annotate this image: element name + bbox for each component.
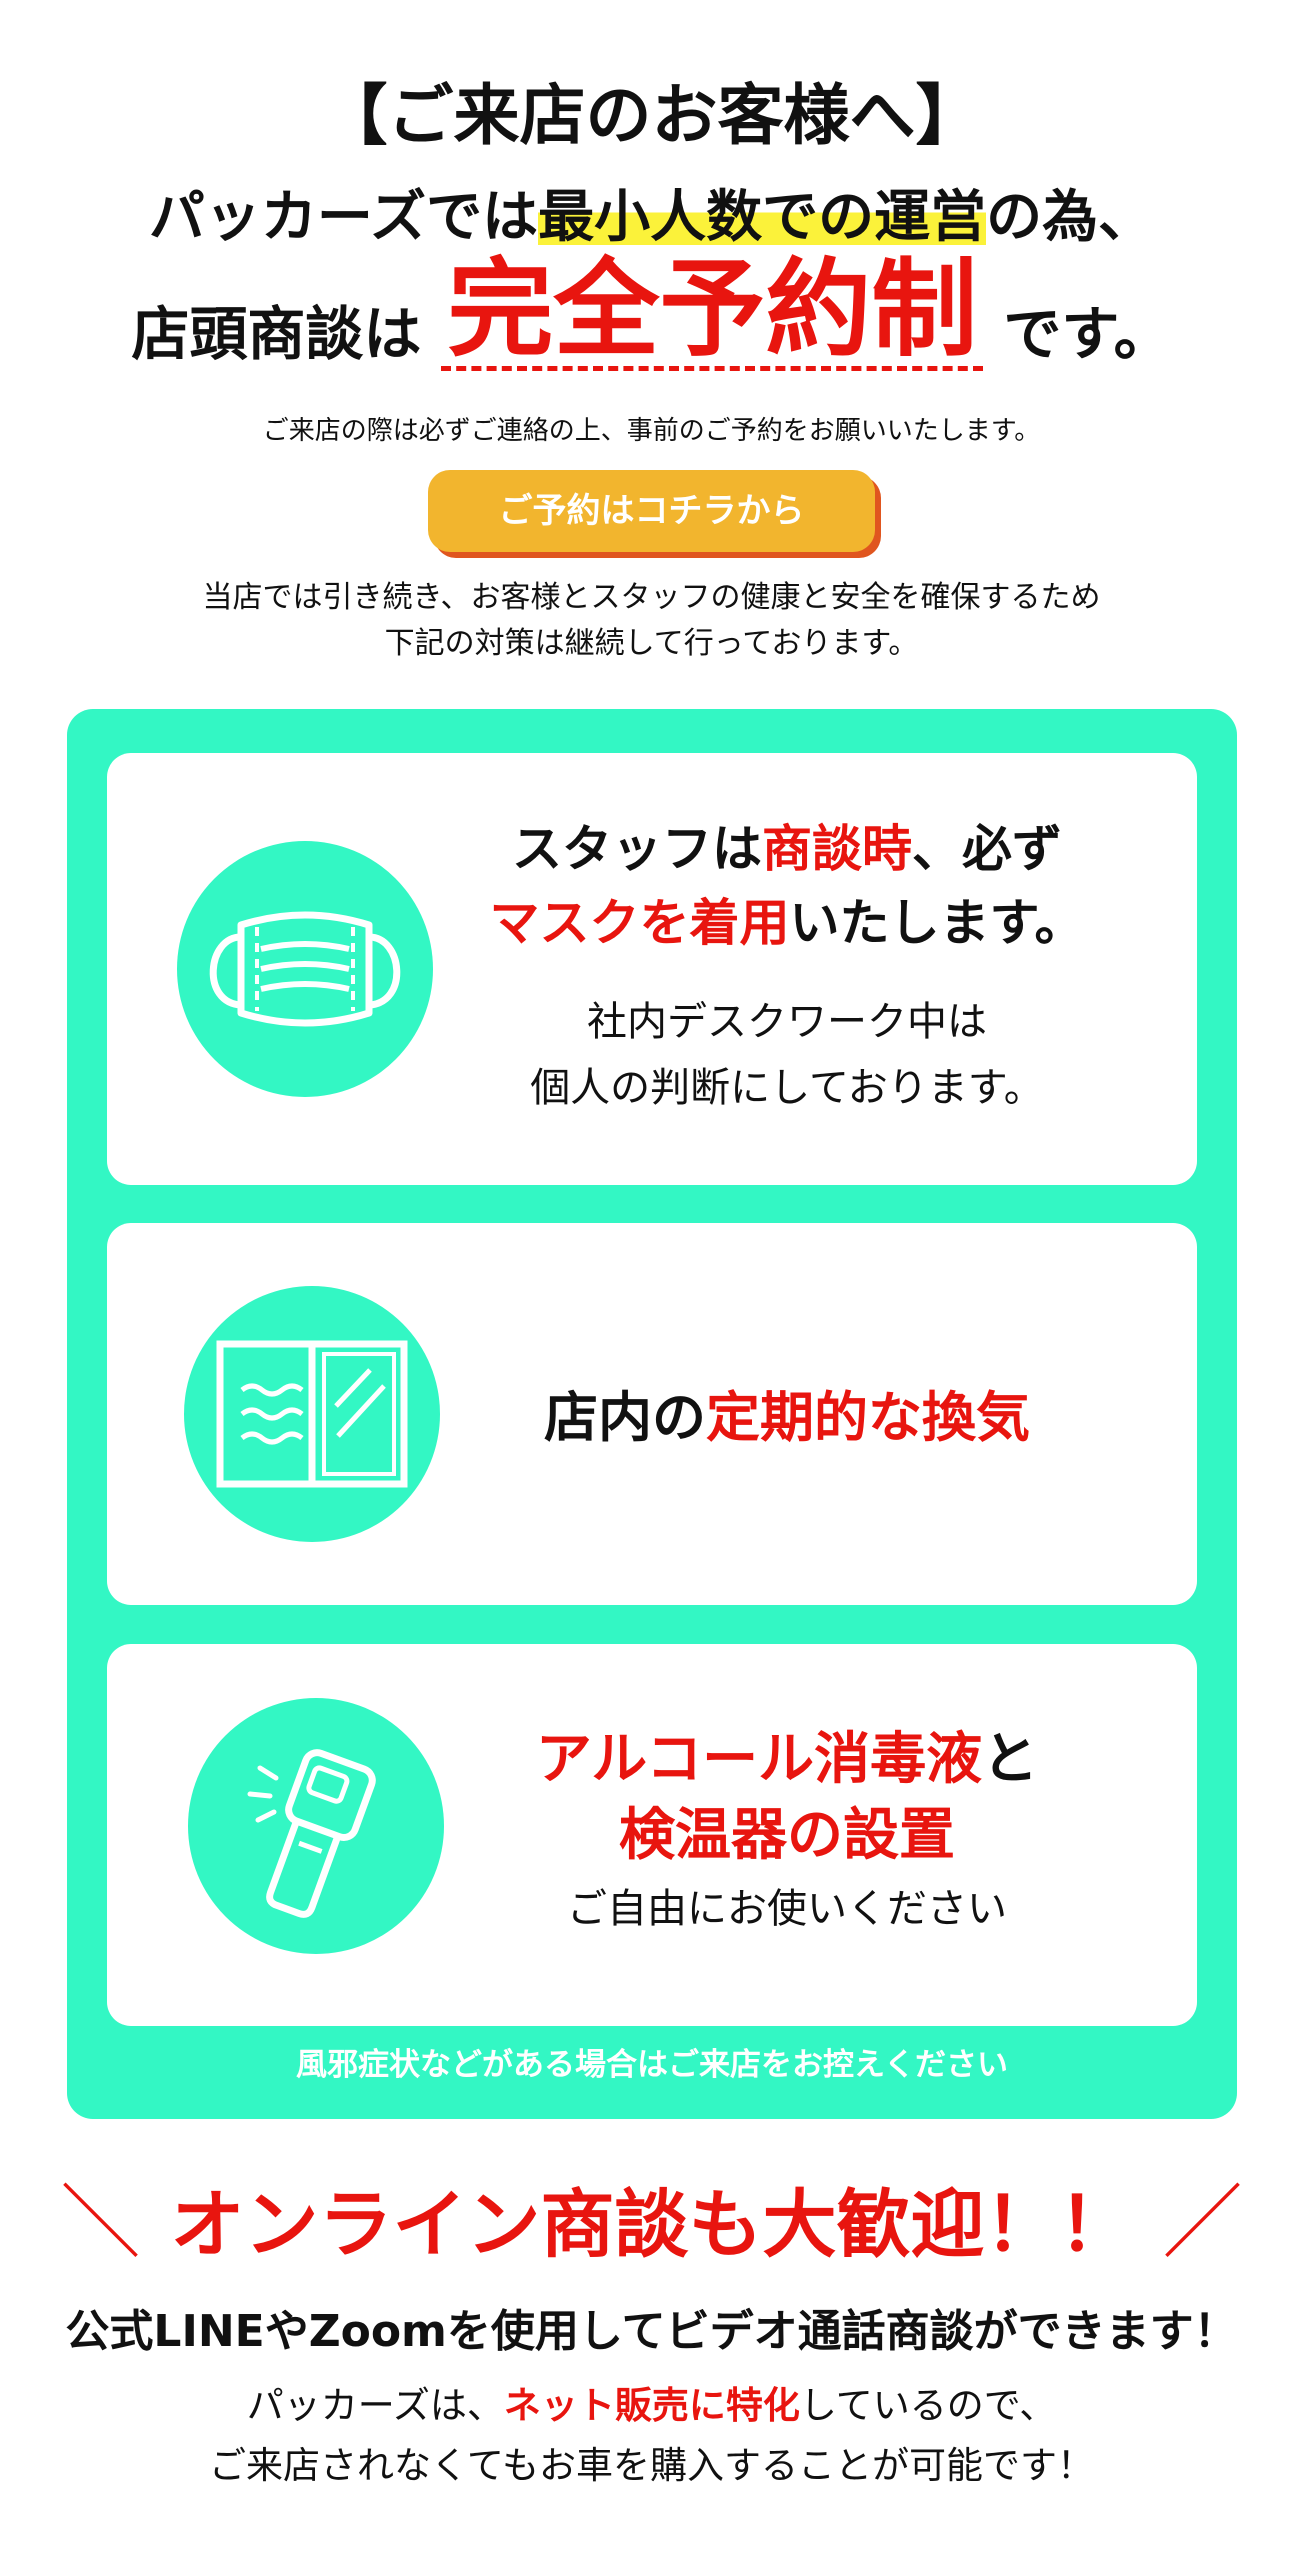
online-heading: ＼ オンライン商談も大歓迎！！ ／ <box>0 2158 1303 2274</box>
alcohol-title-line-2: 検温器の設置 <box>619 1803 955 1868</box>
mask-title-line-2: マスクを着用いたします。 <box>457 883 1117 955</box>
online-title: オンライン商談も大歓迎！！ <box>170 2182 1133 2268</box>
online-desc-emphasis: ネット販売に特化 <box>503 2384 800 2427</box>
mask-title-2b: いたします。 <box>789 894 1085 952</box>
operation-notice-b: の為、 <box>986 185 1155 250</box>
ventilation-title-a: 店内の <box>544 1386 706 1449</box>
intro-text: 当店では引き続き、お客様とスタッフの健康と安全を確保するため 下記の対策は継続し… <box>0 575 1303 667</box>
mask-sub-line-1: 社内デスクワーク中は <box>587 999 987 1045</box>
mask-title-2-emphasis: マスクを着用 <box>489 894 790 952</box>
alcohol-title-1-emphasis: アルコール消毒液 <box>535 1727 983 1792</box>
alcohol-sub: ご自由にお使いください <box>567 1886 1007 1932</box>
page-title: 【ご来店のお客様へ】 <box>321 77 982 154</box>
online-method: 公式LINEやZoomを使用してビデオ通話商談ができます！ <box>65 2306 1238 2357</box>
reservation-notice: 店頭商談は完全予約制です。 <box>0 254 1303 382</box>
operation-notice: パッカーズでは最小人数での運営の為、 <box>0 172 1303 253</box>
ventilation-title: 店内の定期的な換気 <box>457 1373 1117 1452</box>
mask-title-line-1: スタッフは商談時、必ず <box>457 809 1117 881</box>
measures-panel: スタッフは商談時、必ず マスクを着用いたします。 社内デスクワーク中は 個人の判… <box>67 709 1237 2119</box>
thermometer-icon <box>188 1698 444 1954</box>
reserve-button[interactable]: ご予約はコチラから <box>428 470 875 552</box>
mask-title-1-emphasis: 商談時 <box>762 820 912 878</box>
ventilation-title-emphasis: 定期的な換気 <box>706 1386 1030 1449</box>
measure-card-alcohol: アルコール消毒液と 検温器の設置 ご自由にお使いください <box>107 1644 1197 2026</box>
reservation-notice-b: です。 <box>1003 300 1172 368</box>
contact-note: ご来店の際は必ずご連絡の上、事前のご予約をお願いいたします。 <box>262 416 1041 446</box>
mask-icon <box>177 841 433 1097</box>
online-desc-line-2: ご来店されなくてもお車を購入することが可能です！ <box>208 2444 1095 2487</box>
online-desc-1a: パッカーズは、 <box>246 2384 504 2427</box>
measure-card-ventilation: 店内の定期的な換気 <box>107 1223 1197 1605</box>
online-desc-1b: しているので、 <box>799 2384 1057 2427</box>
measure-card-mask: スタッフは商談時、必ず マスクを着用いたします。 社内デスクワーク中は 個人の判… <box>107 753 1197 1185</box>
slash-right: ／ <box>1162 2176 1243 2269</box>
online-desc-line-1: パッカーズは、ネット販売に特化しているので、 <box>0 2375 1303 2429</box>
slash-left: ＼ <box>60 2176 141 2269</box>
mask-title-1a: スタッフは <box>512 820 762 878</box>
window-icon <box>184 1286 440 1542</box>
reservation-only-emphasis: 完全予約制 <box>441 254 984 371</box>
alcohol-title-line-1: アルコール消毒液と <box>457 1714 1117 1795</box>
alcohol-title-1b: と <box>982 1727 1039 1792</box>
operation-notice-a: パッカーズでは <box>148 185 539 250</box>
mask-sub-line-2: 個人の判断にしております。 <box>530 1065 1044 1111</box>
symptom-warning: 風邪症状などがある場合はご来店をお控えください <box>295 2047 1009 2083</box>
intro-line-2: 下記の対策は継続して行っております。 <box>384 626 919 661</box>
reservation-notice-a: 店頭商談は <box>131 300 422 368</box>
intro-line-1: 当店では引き続き、お客様とスタッフの健康と安全を確保するため <box>202 580 1101 615</box>
mask-title-1b: 、必ず <box>912 820 1062 878</box>
operation-notice-highlight: 最小人数での運営 <box>538 185 987 250</box>
